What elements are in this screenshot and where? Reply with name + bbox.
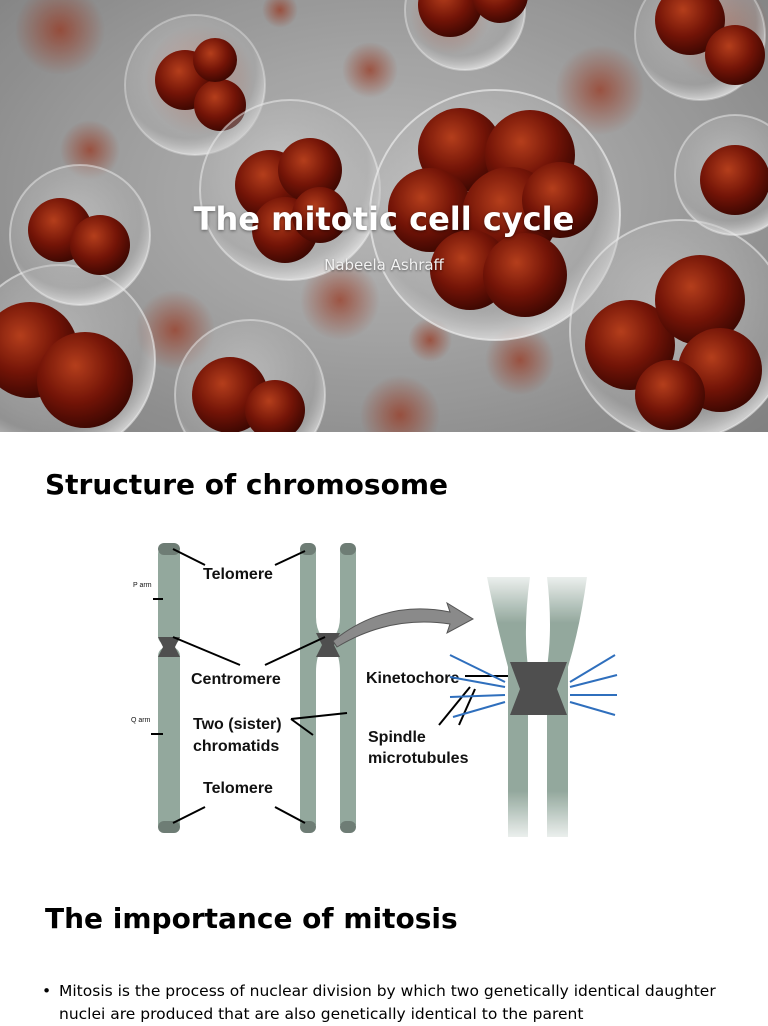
bullet-list: • Mitosis is the process of nuclear divi… — [42, 980, 722, 1026]
telomere-bottom-label: Telomere — [203, 780, 273, 797]
bullet-text: Mitosis is the process of nuclear divisi… — [59, 982, 716, 1023]
duplicated-chromosome — [300, 543, 356, 833]
chromosome-structure-diagram: P arm Q arm Telomere Cen — [131, 543, 618, 837]
presentation-title: The mitotic cell cycle — [193, 200, 575, 238]
sister-chromatids-label-2: chromatids — [193, 738, 279, 755]
slide-title: The importance of mitosis — [45, 902, 458, 935]
title-slide: The mitotic cell cycle Nabeela Ashraff — [0, 0, 768, 432]
p-arm-label: P arm — [133, 582, 152, 589]
q-arm-label: Q arm — [131, 717, 151, 724]
sister-chromatids-label-1: Two (sister) — [193, 716, 282, 733]
cell-background-image — [0, 0, 768, 432]
spindle-label-1: Spindle — [368, 729, 426, 746]
chromosome-slide: Structure of chromosome P arm Q arm — [0, 432, 768, 866]
presentation-author: Nabeela Ashraff — [324, 256, 444, 274]
bullet-item: • Mitosis is the process of nuclear divi… — [42, 980, 722, 1026]
kinetochore-label: Kinetochore — [366, 670, 459, 687]
leader-lines — [172, 548, 509, 824]
mitosis-importance-slide: The importance of mitosis • Mitosis is t… — [0, 866, 768, 1024]
single-chromatid — [158, 543, 180, 833]
slide-title: Structure of chromosome — [45, 468, 448, 501]
centromere-label: Centromere — [191, 671, 281, 688]
telomere-top-label: Telomere — [203, 566, 273, 583]
kinetochore-detail — [449, 567, 618, 837]
spindle-label-2: microtubules — [368, 750, 469, 767]
bullet-icon: • — [42, 982, 52, 1000]
zoom-arrow-icon — [332, 601, 475, 648]
